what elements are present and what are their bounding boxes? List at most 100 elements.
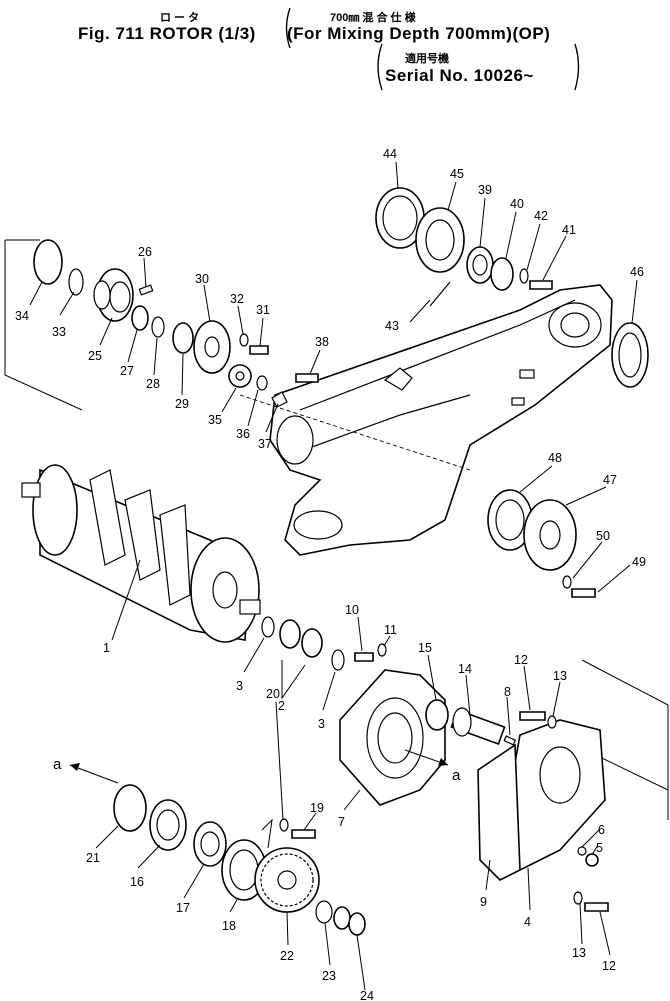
label-ref-a-right: a [452,767,461,784]
label-14: 14 [458,662,472,676]
part-27-bearing [131,305,149,331]
boundary-lines [4,239,669,820]
label-33: 33 [52,325,66,339]
part-14-pinion-shaft [450,707,506,746]
part-42-washer [519,268,529,284]
label-16: 16 [130,875,144,889]
label-13-top: 13 [553,669,567,683]
label-40: 40 [510,197,524,211]
label-44: 44 [383,147,397,161]
label-11: 11 [384,623,397,637]
label-30: 30 [195,272,209,286]
part-47-cover [523,499,577,571]
label-5: 5 [596,841,603,855]
label-36: 36 [236,427,250,441]
label-10: 10 [345,603,359,617]
label-50: 50 [596,529,610,543]
part-12-bolt-b [584,902,609,912]
part-45-floating-seal [415,207,465,273]
reference-arrow-a-left [69,763,119,784]
part-22-gear [254,847,320,913]
part-11-washer [377,643,387,657]
label-27: 27 [120,364,134,378]
part-36-plate [256,375,268,391]
label-19: 19 [310,801,324,815]
part-43-chain [429,281,451,307]
label-12-bottom: 12 [602,959,616,973]
part-37-lock [271,391,288,408]
part-29-bearing [172,322,194,354]
part-number-labels: 1 2 3 3 4 5 6 7 8 9 10 11 12 12 13 13 14… [15,147,646,1001]
part-25-hub [93,268,134,322]
part-3-o-ring-b [331,649,345,671]
label-18: 18 [222,919,236,933]
label-23: 23 [322,969,336,983]
part-38-bolt [295,373,319,383]
part-49-bolt [571,588,596,598]
label-38: 38 [315,335,329,349]
label-1: 1 [103,641,110,655]
serial-number: Serial No. 10026~ [385,66,534,85]
label-42: 42 [534,209,548,223]
label-48: 48 [548,451,562,465]
part-41-bolt [529,280,553,290]
part-30-cover-plate [193,320,231,374]
part-10-bolt [354,652,374,662]
label-9: 9 [480,895,487,909]
part-13-washer-a [547,715,557,729]
label-21: 21 [86,851,100,865]
spec-subtitle: (For Mixing Depth 700mm)(OP) [287,24,551,43]
part-40-bearing [490,257,514,291]
label-12-top: 12 [514,653,528,667]
header-jp-rotor: ロ ー タ [160,12,200,24]
part-17-bearing [193,821,227,867]
header-brackets [285,7,580,91]
leader-lines [29,161,638,991]
label-39: 39 [478,183,492,197]
part-34-o-ring [33,239,63,285]
part-26-key [138,284,154,296]
figure-title: Fig. 711 ROTOR (1/3) [78,24,256,43]
part-46-gasket [611,322,649,388]
label-25: 25 [88,349,102,363]
part-21-o-ring [113,784,147,832]
label-17: 17 [176,901,190,915]
label-15: 15 [418,641,432,655]
part-20-washer [279,818,289,832]
label-13-bottom: 13 [572,946,586,960]
label-35: 35 [208,413,222,427]
part-2-seal-group [279,619,323,658]
part-24-nut [333,906,366,936]
part-39-sprocket [466,246,494,284]
label-6: 6 [598,823,605,837]
part-48-gasket [487,489,533,551]
label-34: 34 [15,309,29,323]
label-8: 8 [504,685,511,699]
label-31: 31 [256,303,270,317]
reference-arrow-a-right [404,749,449,766]
label-43: 43 [385,319,399,333]
part-31-bolt [249,345,269,355]
label-28: 28 [146,377,160,391]
label-ref-a-left: a [53,756,62,773]
part-28-ring [151,316,165,338]
part-9-gasket [477,743,521,881]
part-6-washer [577,846,587,856]
part-19-bolt [291,829,316,839]
part-1-rotor [21,464,261,643]
part-7-housing [339,669,446,806]
label-46: 46 [630,265,644,279]
rotor-arm-frame [239,284,613,556]
part-35-sprocket [228,364,252,388]
part-15-bearing [425,699,449,731]
label-3-left: 3 [236,679,243,693]
part-3-o-ring-a [261,616,275,638]
part-4-gear-case [509,719,606,872]
label-3-right: 3 [318,717,325,731]
part-44-seal-ring [375,187,425,249]
label-41: 41 [562,223,576,237]
label-37: 37 [258,437,272,451]
header-jp-spec: 700㎜ 混 合 仕 様 [330,12,416,24]
part-32-washer [239,333,249,347]
